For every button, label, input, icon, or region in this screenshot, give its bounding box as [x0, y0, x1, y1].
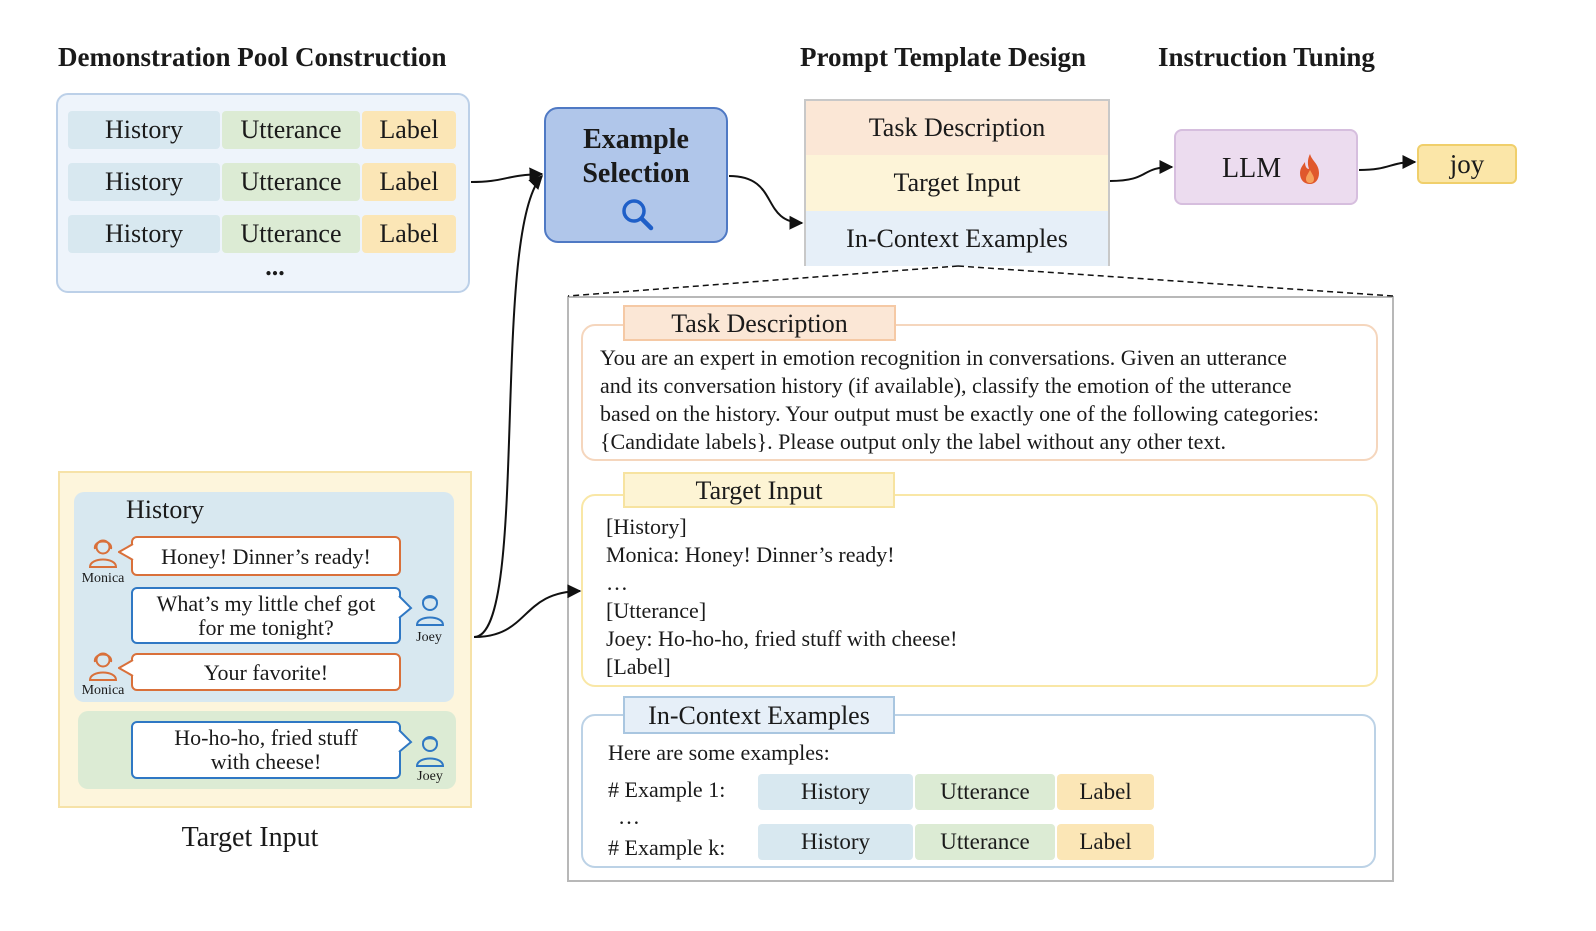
target-line: Joey: Ho-ho-ho, fried stuff with cheese! — [606, 626, 958, 651]
task-line: {Candidate labels}. Please output only t… — [600, 429, 1226, 454]
pool-utterance-cell: Utterance — [222, 163, 360, 201]
target-line: … — [606, 570, 628, 595]
bubble-line: with cheese! — [210, 749, 322, 774]
in-context-examples-tab: In-Context Examples — [623, 696, 895, 734]
example-name: # Example k: — [608, 835, 726, 860]
pool-utterance-cell: Utterance — [222, 215, 360, 253]
template-task-description: Task Description — [806, 101, 1108, 155]
bubble-line: What’s my little chef got — [156, 591, 376, 616]
joey-bubble-tail — [398, 729, 413, 753]
joey-bubble: Ho-ho-ho, fried stuff with cheese! — [131, 721, 401, 779]
task-line: and its conversation history (if availab… — [600, 373, 1292, 398]
monica-bubble-tail — [118, 543, 134, 561]
pool-label-cell: Label — [362, 163, 456, 201]
target-to-selection-arrow — [473, 174, 543, 638]
pool-heading: Demonstration Pool Construction — [58, 42, 447, 72]
monica-bubble-tail — [118, 659, 134, 677]
tuning-heading: Instruction Tuning — [1158, 42, 1375, 72]
example-label-cell: Label — [1057, 774, 1154, 810]
examples-ellipsis: … — [618, 804, 640, 829]
task-description-tab: Task Description — [623, 305, 896, 341]
example-label-cell: Label — [1057, 824, 1154, 860]
pool-history-cell: History — [68, 215, 220, 253]
target-line: Monica: Honey! Dinner’s ready! — [606, 542, 895, 567]
example-utterance-cell: Utterance — [915, 774, 1055, 810]
task-line: You are an expert in emotion recognition… — [600, 345, 1287, 370]
target-input-section — [581, 494, 1378, 687]
example-history-cell: History — [758, 774, 913, 810]
task-description-section — [581, 324, 1378, 461]
joey-person-icon — [415, 736, 445, 767]
llm-label: LLM — [1222, 153, 1282, 184]
monica-person-icon — [88, 652, 118, 681]
fire-icon — [1300, 154, 1319, 184]
example-selection-box: Example Selection — [544, 107, 728, 243]
search-icon — [622, 199, 654, 231]
llm-to-output-arrow — [1358, 155, 1417, 171]
llm-box: LLM — [1174, 129, 1358, 205]
selection-label-2: Selection — [582, 158, 690, 189]
target-to-detail-arrow — [473, 584, 582, 638]
pool-utterance-cell: Utterance — [222, 111, 360, 149]
example-history-cell: History — [758, 824, 913, 860]
target-line: [History] — [606, 514, 687, 539]
icl-intro: Here are some examples: — [608, 740, 830, 765]
selection-to-template-arrow — [728, 175, 804, 230]
prompt-template: Task Description Target Input In-Context… — [804, 99, 1110, 266]
joey-bubble-tail — [398, 595, 413, 619]
speaker-name: Monica — [81, 571, 125, 586]
pool-history-cell: History — [68, 163, 220, 201]
monica-bubble: Your favorite! — [131, 653, 401, 691]
joey-bubble: What’s my little chef got for me tonight… — [131, 587, 401, 644]
bubble-line: for me tonight? — [198, 615, 334, 640]
target-line: [Label] — [606, 654, 671, 679]
output-label: joy — [1417, 144, 1517, 184]
pool-ellipsis: ... — [265, 252, 285, 281]
pool-label-cell: Label — [362, 215, 456, 253]
target-input-caption: Target Input — [181, 822, 319, 853]
template-target-input: Target Input — [806, 155, 1108, 211]
pool-to-selection-arrow — [470, 167, 544, 183]
task-line: based on the history. Your output must b… — [600, 401, 1319, 426]
speaker-name: Joey — [417, 769, 443, 784]
pool-label-cell: Label — [362, 111, 456, 149]
history-panel-title: History — [126, 495, 204, 524]
bubble-line: Ho-ho-ho, fried stuff — [174, 725, 358, 750]
template-in-context-examples: In-Context Examples — [806, 211, 1108, 266]
target-input-tab: Target Input — [623, 472, 895, 508]
pool-history-cell: History — [68, 111, 220, 149]
speaker-name: Joey — [416, 630, 442, 645]
example-utterance-cell: Utterance — [915, 824, 1055, 860]
target-line: [Utterance] — [606, 598, 707, 623]
speaker-name: Monica — [81, 683, 125, 698]
joey-person-icon — [415, 595, 445, 626]
template-to-llm-arrow — [1109, 160, 1174, 182]
zoom-line-right — [957, 265, 1394, 297]
selection-label-1: Example — [583, 124, 689, 155]
prompt-heading: Prompt Template Design — [800, 42, 1087, 72]
zoom-line-left — [567, 265, 959, 297]
monica-person-icon — [88, 539, 118, 568]
example-name: # Example 1: — [608, 777, 726, 802]
